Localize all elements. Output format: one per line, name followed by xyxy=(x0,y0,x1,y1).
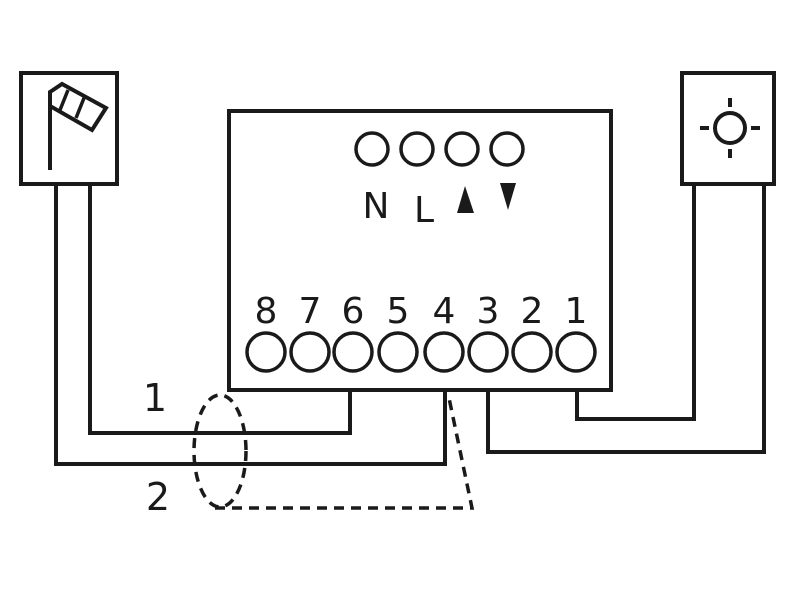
terminal-7 xyxy=(289,331,331,373)
arrow-down-icon xyxy=(500,183,516,210)
arrow-up-icon xyxy=(457,186,474,213)
sun-sensor-box xyxy=(680,71,776,186)
terminal-label-1: 1 xyxy=(565,291,588,332)
wire-sun-a xyxy=(575,182,696,421)
supply-label-l: L xyxy=(414,190,434,231)
wire-label-2: 2 xyxy=(146,475,170,519)
terminal-down xyxy=(489,131,525,167)
terminal-label-5: 5 xyxy=(387,291,410,332)
terminal-n xyxy=(354,131,390,167)
terminal-1 xyxy=(555,331,597,373)
terminal-label-8: 8 xyxy=(255,291,278,332)
terminal-label-2: 2 xyxy=(521,291,544,332)
terminal-8 xyxy=(245,331,287,373)
terminal-3 xyxy=(467,331,509,373)
wire-1 xyxy=(88,182,352,435)
terminal-label-6: 6 xyxy=(342,291,365,332)
supply-terminals xyxy=(354,131,525,167)
terminal-6 xyxy=(332,331,374,373)
terminal-label-4: 4 xyxy=(433,291,456,332)
wire-sun-b xyxy=(486,182,766,454)
cable-shield-line xyxy=(215,397,475,510)
wind-sensor-icon xyxy=(48,81,109,170)
control-terminals xyxy=(245,331,597,373)
wire-label-1: 1 xyxy=(143,376,167,420)
terminal-5 xyxy=(377,331,419,373)
terminal-l xyxy=(399,131,435,167)
cable-shield-ellipse xyxy=(192,393,248,509)
terminal-up xyxy=(444,131,480,167)
sun-sensor-icon xyxy=(700,98,760,158)
terminal-2 xyxy=(511,331,553,373)
wire-2 xyxy=(54,182,447,466)
terminal-4 xyxy=(423,331,465,373)
terminal-label-3: 3 xyxy=(477,291,500,332)
terminal-label-7: 7 xyxy=(299,291,322,332)
supply-label-n: N xyxy=(363,186,390,227)
